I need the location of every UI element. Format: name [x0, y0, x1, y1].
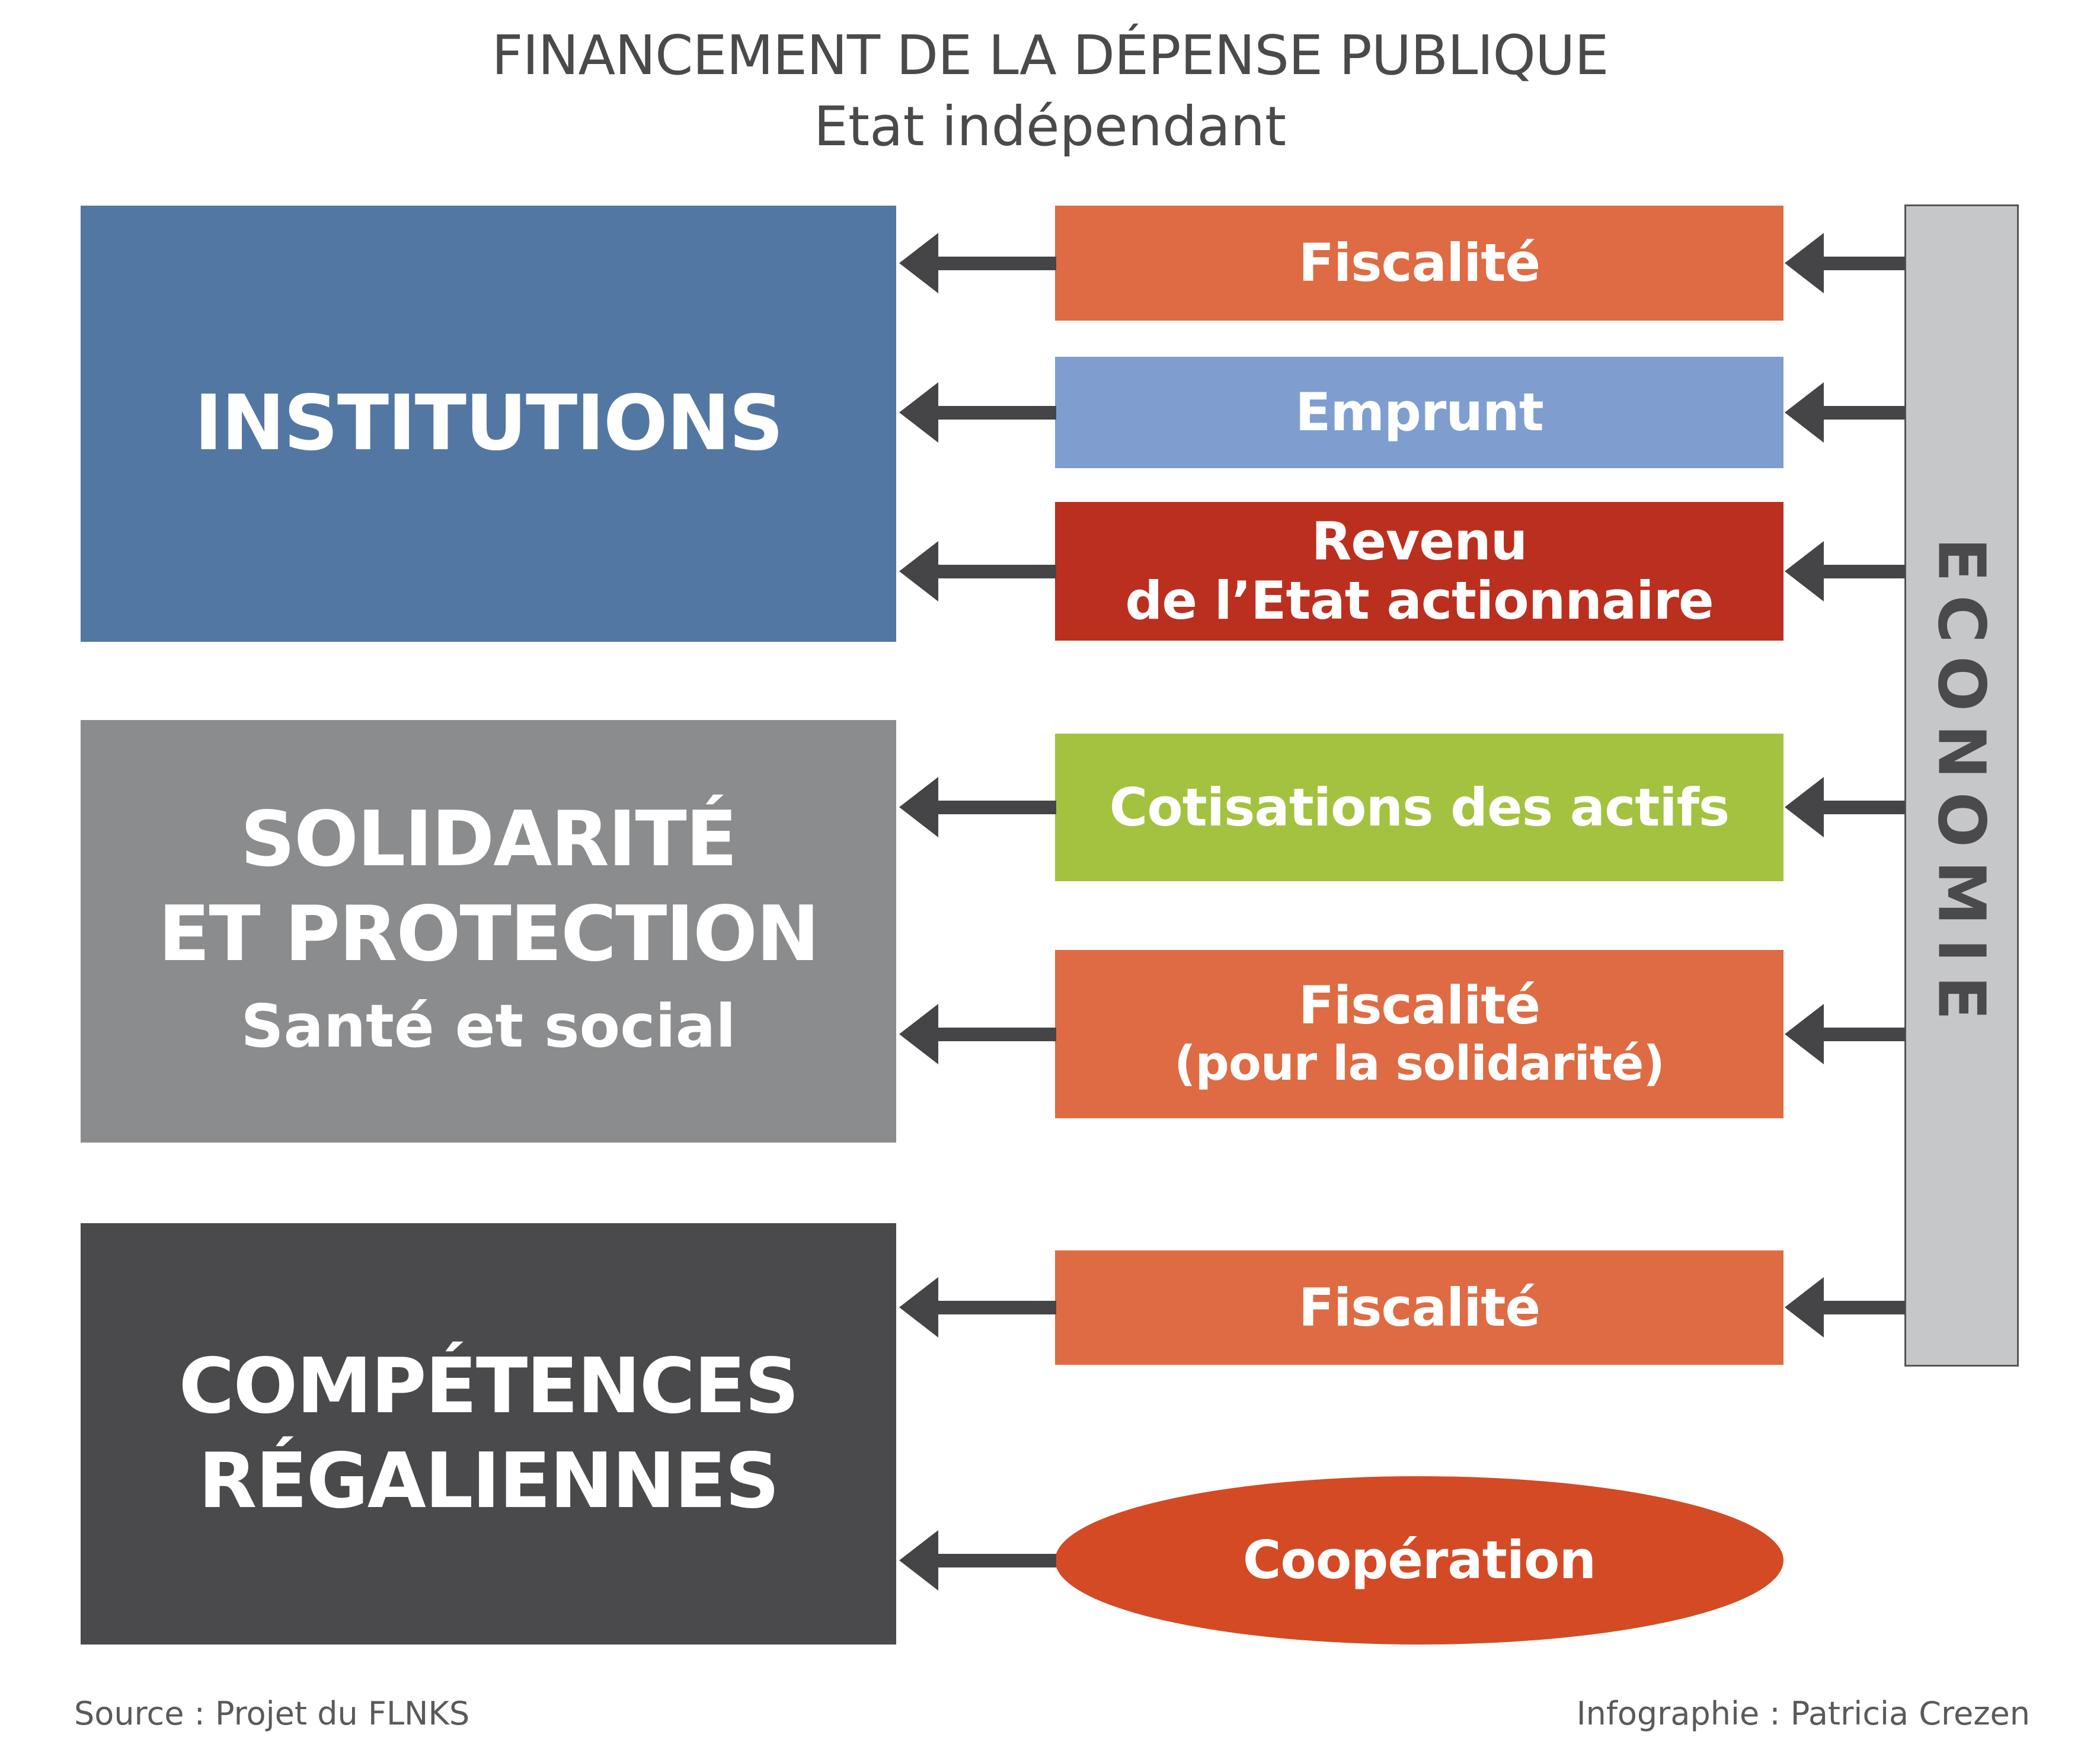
regalian-label-1: COMPÉTENCES: [178, 1342, 800, 1431]
regalian-box: COMPÉTENCES RÉGALIENNES: [81, 1223, 896, 1645]
source-credit: Source : Projet du FLNKS: [74, 1695, 470, 1732]
arrow-left-icon: [899, 382, 1056, 443]
source-label: Coopération: [1242, 1530, 1596, 1591]
arrow-left-icon: [899, 1530, 1056, 1591]
source-emprunt: Emprunt: [1055, 357, 1783, 468]
diagram-subtitle: Etat indépendant: [813, 95, 1287, 158]
arrow-left-icon: [899, 777, 1056, 837]
institutions-box: INSTITUTIONS: [81, 206, 896, 642]
arrow-left-icon: [899, 541, 1056, 602]
source-fiscalite-regalien: Fiscalité: [1055, 1250, 1783, 1365]
economy-label: ECONOMIE: [1923, 538, 2000, 1034]
source-cotisations: Cotisations des actifs: [1055, 734, 1783, 881]
arrow-left-icon: [1785, 382, 1905, 443]
institutions-label: INSTITUTIONS: [194, 379, 784, 468]
arrow-left-icon: [1785, 777, 1905, 837]
arrow-left-icon: [1785, 1277, 1905, 1338]
source-label: Revenu: [1311, 511, 1528, 572]
source-fiscalite-solidarite: Fiscalité (pour la solidarité): [1055, 950, 1783, 1118]
economy-bar: ECONOMIE: [1904, 204, 2019, 1367]
arrow-left-icon: [899, 233, 1056, 293]
diagram-title: FINANCEMENT DE LA DÉPENSE PUBLIQUE: [491, 24, 1609, 87]
source-label-2: (pour la solidarité): [1174, 1036, 1665, 1091]
solidarity-box: SOLIDARITÉ ET PROTECTION Santé et social: [81, 720, 896, 1143]
solidarity-sublabel: Santé et social: [241, 991, 736, 1061]
source-label-2: de l’Etat actionnaire: [1125, 570, 1714, 631]
source-fiscalite-institutions: Fiscalité: [1055, 206, 1783, 321]
solidarity-label-2: ET PROTECTION: [158, 890, 820, 978]
source-label: Fiscalité: [1298, 232, 1540, 293]
source-label: Cotisations des actifs: [1109, 776, 1730, 838]
arrow-left-icon: [1785, 1004, 1905, 1064]
source-label: Fiscalité: [1298, 1276, 1540, 1338]
arrow-left-icon: [1785, 541, 1905, 602]
solidarity-label-1: SOLIDARITÉ: [240, 795, 737, 884]
source-label: Fiscalité: [1298, 975, 1540, 1036]
source-label: Emprunt: [1295, 382, 1544, 443]
source-revenu-etat: Revenu de l’Etat actionnaire: [1055, 502, 1783, 641]
arrow-left-icon: [1785, 233, 1905, 293]
regalian-label-2: RÉGALIENNES: [198, 1437, 780, 1525]
arrow-left-icon: [899, 1277, 1056, 1338]
infographic-credit: Infographie : Patricia Crezen: [1576, 1695, 2030, 1732]
source-cooperation: Coopération: [1055, 1476, 1783, 1645]
arrow-left-icon: [899, 1004, 1056, 1064]
